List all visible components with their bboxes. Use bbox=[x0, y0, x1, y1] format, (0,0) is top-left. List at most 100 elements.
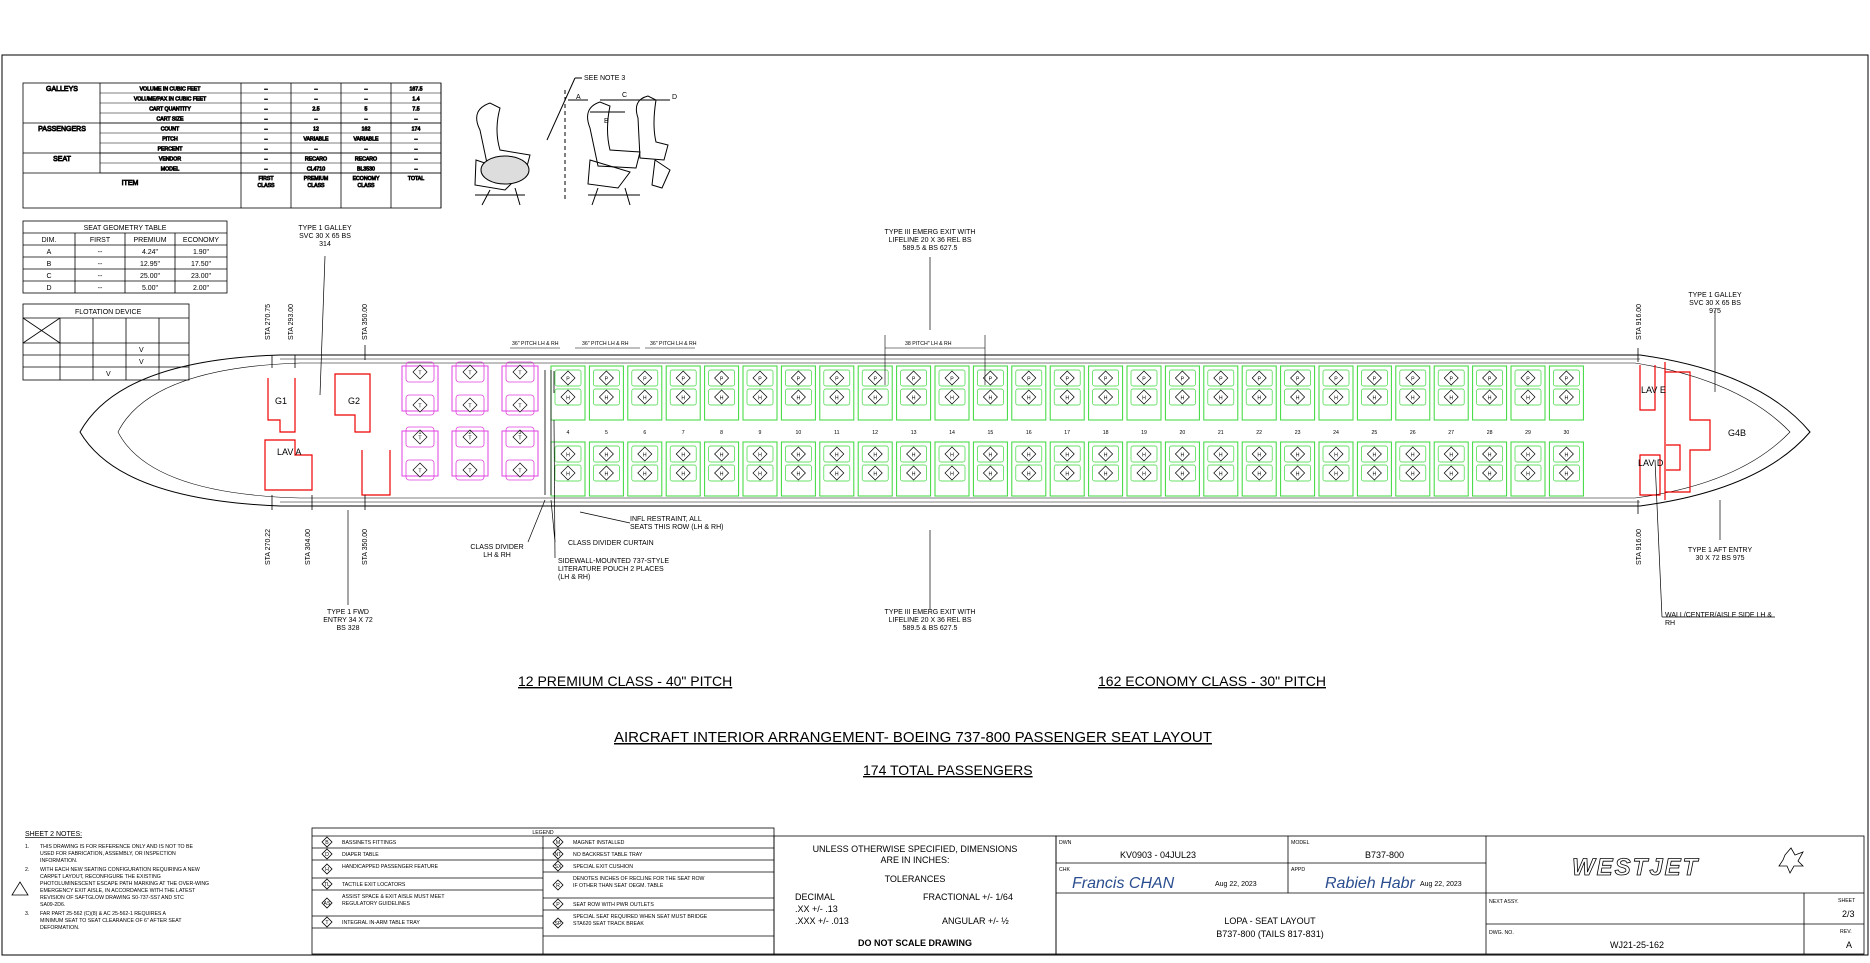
seat-symbol-letter: H bbox=[758, 472, 762, 478]
seat-symbol-letter: P bbox=[1065, 377, 1069, 383]
premium-seat-cushion bbox=[505, 361, 535, 383]
chk-label: CHK bbox=[1059, 867, 1070, 873]
geometry-header: PREMIUM bbox=[133, 237, 166, 244]
sta-top-3: STA 350.00 bbox=[362, 304, 369, 340]
seat-symbol-letter: H bbox=[1219, 472, 1223, 478]
seat-symbol-diamond bbox=[714, 389, 730, 405]
economy-seat-cushion bbox=[631, 464, 659, 482]
summary-cell: -- bbox=[264, 167, 268, 173]
callout-literature-pouch: (LH & RH) bbox=[558, 574, 590, 581]
seat-symbol-diamond bbox=[637, 370, 653, 386]
seat-symbol-diamond bbox=[1366, 389, 1382, 405]
pitch-economy: 38 PITCH" LH & RH bbox=[905, 341, 952, 347]
callout-galley-aft: TYPE 1 GALLEY bbox=[1688, 292, 1742, 299]
summary-cell: -- bbox=[264, 117, 268, 123]
summary-group-label: SEAT bbox=[53, 156, 71, 163]
seat-symbol-diamond bbox=[560, 370, 576, 386]
geometry-cell: -- bbox=[98, 273, 103, 280]
appd-label: APPD bbox=[1291, 867, 1305, 873]
summary-row-label: VENDOR bbox=[159, 157, 181, 163]
seat-symbol-diamond bbox=[944, 389, 960, 405]
row-number: 24 bbox=[1333, 430, 1339, 436]
seat-symbol-letter: P bbox=[566, 377, 570, 383]
seat-symbol-diamond bbox=[1482, 370, 1498, 386]
economy-seat bbox=[896, 441, 932, 497]
row-number: 20 bbox=[1180, 430, 1186, 436]
sheet-label: SHEET bbox=[1838, 898, 1856, 904]
legend-text: DENOTES INCHES OF RECLINE FOR THE SEAT R… bbox=[573, 876, 705, 882]
economy-seat-cushion bbox=[823, 369, 851, 387]
summary-cell: 174 bbox=[412, 127, 421, 133]
economy-seat bbox=[1049, 365, 1085, 421]
seat-symbol-letter: P bbox=[1565, 377, 1569, 383]
seat-symbol-letter: H bbox=[1296, 472, 1300, 478]
economy-seat bbox=[1164, 441, 1200, 497]
summary-cell: -- bbox=[264, 137, 268, 143]
legend-text: MAGNET INSTALLED bbox=[573, 840, 625, 846]
seat-symbol-diamond bbox=[1021, 446, 1037, 462]
next-assy-label: NEXT ASSY. bbox=[1489, 899, 1519, 905]
callout-emerg-exit-top: 589.5 & BS 627.5 bbox=[903, 245, 958, 252]
row-number: 27 bbox=[1448, 430, 1454, 436]
seat-symbol-letter: H bbox=[566, 453, 570, 459]
callout-galley-aft: SVC 30 X 65 BS bbox=[1689, 300, 1741, 307]
seat-symbol-diamond bbox=[1136, 389, 1152, 405]
economy-seat bbox=[1088, 441, 1124, 497]
seat-symbol-diamond bbox=[1366, 370, 1382, 386]
seat-symbol-diamond bbox=[1251, 465, 1267, 481]
seat-symbol-letter: H bbox=[1526, 472, 1530, 478]
seat-symbol-letter: T bbox=[518, 371, 522, 377]
seat-symbol-diamond bbox=[867, 389, 883, 405]
economy-seat-cushion bbox=[1015, 445, 1043, 463]
legend-symbol: T bbox=[325, 920, 329, 926]
seat-symbol-letter: H bbox=[1142, 453, 1146, 459]
economy-seat bbox=[1433, 365, 1469, 421]
summary-group-label: GALLEYS bbox=[46, 86, 78, 93]
seat-symbol-letter: H bbox=[989, 396, 993, 402]
seat-symbol-letter: H bbox=[950, 472, 954, 478]
model-label: MODEL bbox=[1291, 840, 1310, 846]
economy-seat bbox=[1433, 441, 1469, 497]
seat-symbol-letter: P bbox=[989, 377, 993, 383]
dwn-value: KV0903 - 04JUL23 bbox=[1120, 850, 1196, 860]
economy-seat-cushion bbox=[1207, 464, 1235, 482]
geometry-cell: C bbox=[46, 273, 51, 280]
economy-seat bbox=[742, 365, 778, 421]
seat-symbol-letter: P bbox=[1027, 377, 1031, 383]
economy-seat-cushion bbox=[746, 369, 774, 387]
row-number: 23 bbox=[1295, 430, 1301, 436]
economy-seat-cushion bbox=[1361, 464, 1388, 482]
economy-seat-cushion bbox=[1553, 445, 1580, 463]
seat-symbol-letter: H bbox=[1027, 453, 1031, 459]
economy-seat-cushion bbox=[1284, 445, 1311, 463]
seat-symbol-letter: H bbox=[1488, 453, 1492, 459]
economy-seat-cushion bbox=[593, 388, 620, 406]
summary-cell: -- bbox=[414, 117, 418, 123]
seat-symbol-letter: P bbox=[797, 377, 801, 383]
economy-seat-cushion bbox=[1322, 445, 1350, 463]
legend-text: TACTILE EXIT LOCATORS bbox=[342, 882, 406, 888]
seat-symbol-diamond bbox=[1174, 446, 1190, 462]
seat-symbol-diamond bbox=[1482, 446, 1498, 462]
seat-symbol-letter: P bbox=[912, 377, 916, 383]
seat-symbol-letter: H bbox=[835, 472, 839, 478]
seat-symbol-diamond bbox=[1558, 446, 1574, 462]
seat-symbol-diamond bbox=[1098, 446, 1114, 462]
summary-cell: 12 bbox=[313, 127, 319, 133]
seat-symbol-diamond bbox=[790, 389, 806, 405]
economy-seat-cushion bbox=[1514, 445, 1542, 463]
economy-seat-cushion bbox=[1130, 445, 1158, 463]
legend-block bbox=[311, 827, 775, 955]
economy-seat-cushion bbox=[1053, 369, 1081, 387]
seat-symbol-diamond bbox=[560, 446, 576, 462]
economy-seat-cushion bbox=[1130, 464, 1158, 482]
economy-seat-cushion bbox=[1207, 445, 1235, 463]
seat-symbol-diamond bbox=[1136, 370, 1152, 386]
seat-symbol-diamond bbox=[1251, 370, 1267, 386]
economy-seat-cushion bbox=[1476, 464, 1503, 482]
sta-bottom-2: STA 304.00 bbox=[305, 529, 312, 565]
row-number: 28 bbox=[1487, 430, 1493, 436]
seat-symbol-diamond bbox=[412, 429, 428, 445]
seat-symbol-diamond bbox=[512, 429, 528, 445]
legend-symbol: B bbox=[325, 840, 329, 846]
